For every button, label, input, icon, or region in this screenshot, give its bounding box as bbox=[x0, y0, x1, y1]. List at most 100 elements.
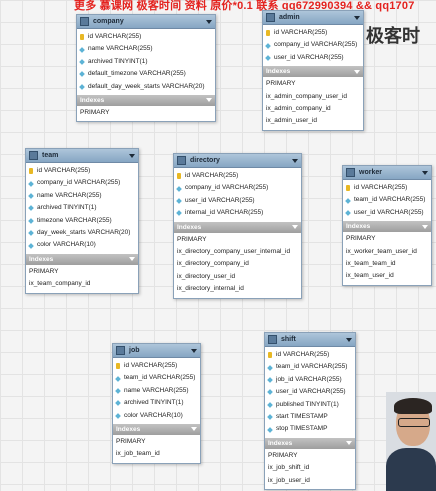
table-icon bbox=[268, 335, 277, 344]
column-row[interactable]: id VARCHAR(255) bbox=[263, 27, 363, 39]
column-row[interactable]: user_id VARCHAR(255) bbox=[263, 52, 363, 64]
index-row[interactable]: ix_job_team_id bbox=[116, 450, 160, 458]
table-shift[interactable]: shift id VARCHAR(255)team_id VARCHAR(255)… bbox=[264, 332, 356, 490]
column-row[interactable]: archived TINYINT(1) bbox=[26, 202, 138, 214]
column-row[interactable]: user_id VARCHAR(255) bbox=[343, 207, 431, 219]
table-header[interactable]: team bbox=[26, 149, 138, 163]
column-row[interactable]: default_day_week_starts VARCHAR(20) bbox=[77, 81, 215, 93]
column-row[interactable]: name VARCHAR(255) bbox=[77, 43, 215, 55]
index-row[interactable]: ix_team_team_id bbox=[346, 259, 396, 267]
column-label: user_id VARCHAR(255) bbox=[276, 388, 346, 396]
column-row[interactable]: id VARCHAR(255) bbox=[343, 182, 431, 194]
indexes-header[interactable]: Indexes bbox=[26, 253, 138, 265]
presenter-body bbox=[386, 448, 436, 491]
column-row[interactable]: id VARCHAR(255) bbox=[265, 349, 355, 361]
index-row[interactable]: PRIMARY bbox=[29, 267, 59, 275]
collapse-arrow-icon[interactable] bbox=[206, 19, 212, 24]
column-row[interactable]: color VARCHAR(10) bbox=[26, 239, 138, 251]
column-row[interactable]: default_timezone VARCHAR(255) bbox=[77, 68, 215, 80]
index-row[interactable]: ix_team_user_id bbox=[346, 272, 394, 280]
column-row[interactable]: internal_id VARCHAR(255) bbox=[174, 207, 301, 219]
column-row[interactable]: published TINYINT(1) bbox=[265, 399, 355, 411]
column-row[interactable]: timezone VARCHAR(255) bbox=[26, 215, 138, 227]
column-row[interactable]: company_id VARCHAR(255) bbox=[263, 39, 363, 51]
collapse-arrow-icon[interactable] bbox=[292, 158, 298, 163]
table-header[interactable]: shift bbox=[265, 333, 355, 347]
index-row[interactable]: PRIMARY bbox=[177, 235, 207, 243]
index-row[interactable]: ix_directory_internal_id bbox=[177, 285, 244, 293]
column-row[interactable]: company_id VARCHAR(255) bbox=[26, 177, 138, 189]
collapse-arrow-icon[interactable] bbox=[354, 15, 360, 20]
table-header[interactable]: company bbox=[77, 15, 215, 29]
collapse-arrow-icon[interactable] bbox=[346, 441, 352, 446]
table-company[interactable]: company id VARCHAR(255) name VARCHAR(255) a… bbox=[76, 14, 216, 123]
collapse-arrow-icon[interactable] bbox=[422, 170, 428, 175]
index-row[interactable]: ix_job_user_id bbox=[268, 476, 310, 484]
column-label: name VARCHAR(255) bbox=[88, 45, 153, 53]
table-worker[interactable]: worker id VARCHAR(255)team_id VARCHAR(255… bbox=[342, 165, 432, 286]
index-row[interactable]: PRIMARY bbox=[268, 451, 298, 459]
column-row[interactable]: stop TIMESTAMP bbox=[265, 423, 355, 435]
collapse-arrow-icon[interactable] bbox=[292, 225, 298, 230]
index-row[interactable]: ix_worker_team_user_id bbox=[346, 247, 417, 255]
column-row[interactable]: id VARCHAR(255) bbox=[26, 165, 138, 177]
indexes-header[interactable]: Indexes bbox=[265, 437, 355, 449]
table-directory[interactable]: directory id VARCHAR(255)company_id VARCH… bbox=[173, 153, 302, 299]
collapse-arrow-icon[interactable] bbox=[346, 337, 352, 342]
column-icon bbox=[115, 375, 121, 382]
column-row[interactable]: id VARCHAR(255) bbox=[77, 31, 215, 43]
index-row[interactable]: ix_admin_user_id bbox=[266, 117, 317, 125]
table-job[interactable]: job id VARCHAR(255)team_id VARCHAR(255)na… bbox=[112, 343, 201, 464]
column-row[interactable]: user_id VARCHAR(255) bbox=[265, 386, 355, 398]
index-row[interactable]: ix_directory_company_id bbox=[177, 260, 249, 268]
column-row[interactable]: archived TINYINT(1) bbox=[77, 56, 215, 68]
index-row[interactable]: ix_admin_company_user_id bbox=[266, 92, 347, 100]
collapse-arrow-icon[interactable] bbox=[422, 224, 428, 229]
column-row[interactable]: id VARCHAR(255) bbox=[174, 170, 301, 182]
indexes-header[interactable]: Indexes bbox=[113, 423, 200, 435]
column-row[interactable]: team_id VARCHAR(255) bbox=[265, 361, 355, 373]
index-row[interactable]: ix_directory_user_id bbox=[177, 272, 236, 280]
index-row[interactable]: ix_job_shift_id bbox=[268, 464, 310, 472]
index-row[interactable]: ix_team_company_id bbox=[29, 280, 91, 288]
collapse-arrow-icon[interactable] bbox=[191, 348, 197, 353]
column-icon bbox=[176, 198, 182, 204]
column-icon bbox=[267, 377, 273, 383]
column-row[interactable]: id VARCHAR(255) bbox=[113, 360, 200, 372]
index-row[interactable]: PRIMARY bbox=[116, 437, 146, 445]
indexes-header[interactable]: Indexes bbox=[343, 221, 431, 233]
column-row[interactable]: company_id VARCHAR(255) bbox=[174, 182, 301, 194]
index-row[interactable]: PRIMARY bbox=[80, 108, 110, 116]
table-header[interactable]: admin bbox=[263, 11, 363, 25]
column-row[interactable]: team_id VARCHAR(255) bbox=[113, 372, 200, 384]
table-admin[interactable]: admin id VARCHAR(255)company_id VARCHAR(2… bbox=[262, 10, 364, 131]
index-row[interactable]: PRIMARY bbox=[346, 235, 376, 243]
table-team[interactable]: team id VARCHAR(255)company_id VARCHAR(25… bbox=[25, 148, 139, 294]
index-row[interactable]: ix_directory_company_user_internal_id bbox=[177, 247, 291, 255]
column-row[interactable]: team_id VARCHAR(255) bbox=[343, 194, 431, 206]
column-row[interactable]: user_id VARCHAR(255) bbox=[174, 195, 301, 207]
index-row[interactable]: ix_admin_company_id bbox=[266, 104, 331, 112]
column-row[interactable]: day_week_starts VARCHAR(20) bbox=[26, 227, 138, 239]
collapse-arrow-icon[interactable] bbox=[354, 69, 360, 74]
column-icon bbox=[267, 401, 273, 408]
indexes-header[interactable]: Indexes bbox=[263, 66, 363, 78]
brand-text: 极客时 bbox=[366, 26, 420, 46]
table-header[interactable]: worker bbox=[343, 166, 431, 180]
column-row[interactable]: archived TINYINT(1) bbox=[113, 397, 200, 409]
column-row[interactable]: name VARCHAR(255) bbox=[26, 190, 138, 202]
column-row[interactable]: name VARCHAR(255) bbox=[113, 385, 200, 397]
primary-key-icon bbox=[116, 363, 120, 370]
column-row[interactable]: start TIMESTAMP bbox=[265, 411, 355, 423]
indexes-header[interactable]: Indexes bbox=[77, 94, 215, 106]
collapse-arrow-icon[interactable] bbox=[129, 257, 135, 262]
column-row[interactable]: job_id VARCHAR(255) bbox=[265, 374, 355, 386]
collapse-arrow-icon[interactable] bbox=[129, 153, 135, 158]
index-row[interactable]: PRIMARY bbox=[266, 80, 296, 88]
table-header[interactable]: job bbox=[113, 344, 200, 358]
collapse-arrow-icon[interactable] bbox=[191, 427, 197, 432]
table-header[interactable]: directory bbox=[174, 154, 301, 168]
indexes-header[interactable]: Indexes bbox=[174, 221, 301, 233]
column-row[interactable]: color VARCHAR(10) bbox=[113, 410, 200, 422]
collapse-arrow-icon[interactable] bbox=[206, 98, 212, 103]
